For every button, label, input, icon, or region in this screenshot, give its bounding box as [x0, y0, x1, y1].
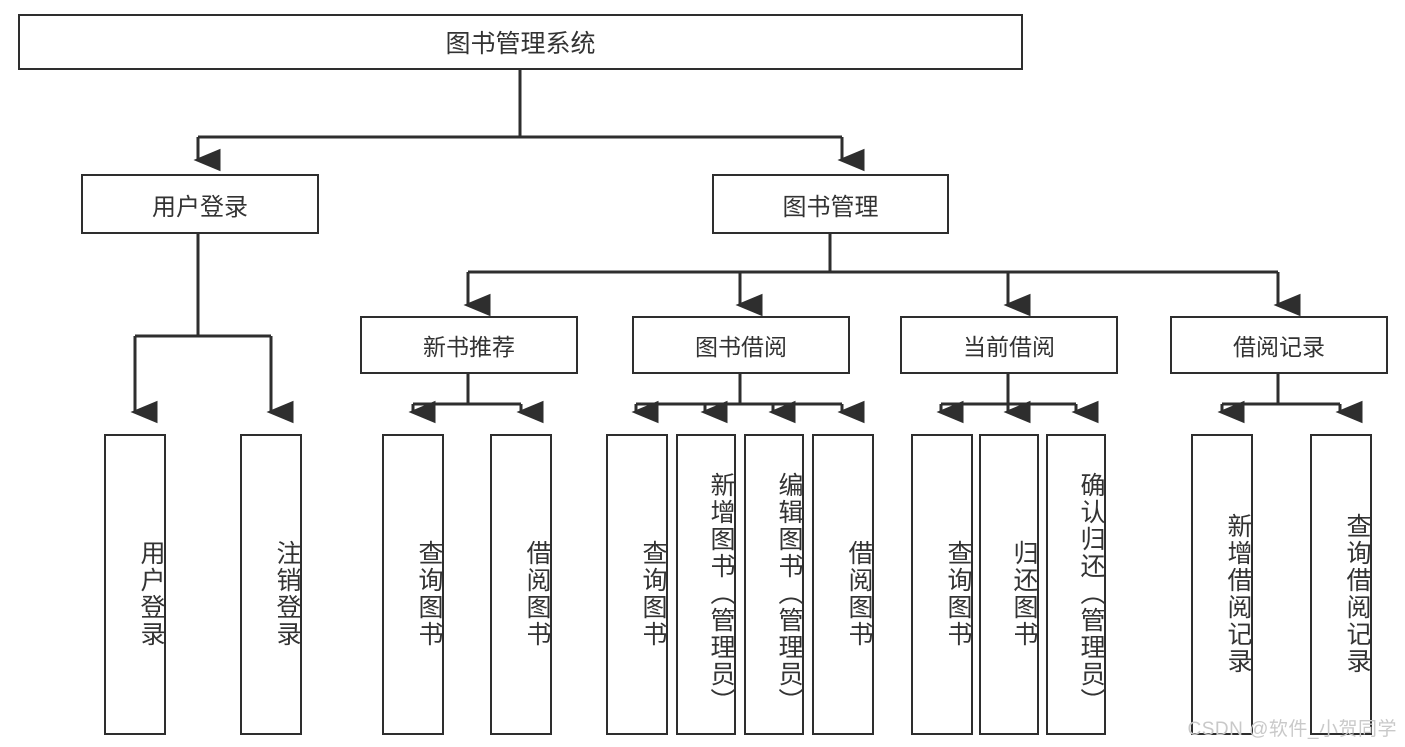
node-book-borrow-label: 图书借阅: [695, 334, 787, 360]
node-book-management[interactable]: 图书管理: [712, 174, 949, 234]
node-borrow-record-label: 借阅记录: [1233, 334, 1325, 360]
leaf-query-borrow-record[interactable]: 查询借阅记录: [1310, 434, 1372, 735]
leaf-query-book-current[interactable]: 查询图书: [911, 434, 973, 735]
leaf-query-book-recommend-label: 查询图书: [415, 539, 443, 648]
leaf-logout[interactable]: 注销登录: [240, 434, 302, 735]
leaf-borrow-book-label: 借阅图书: [845, 539, 873, 648]
node-root[interactable]: 图书管理系统: [18, 14, 1023, 70]
leaf-query-book-recommend[interactable]: 查询图书: [382, 434, 444, 735]
leaf-user-login[interactable]: 用户登录: [104, 434, 166, 735]
leaf-borrow-book-recommend[interactable]: 借阅图书: [490, 434, 552, 735]
node-new-book-recommend[interactable]: 新书推荐: [360, 316, 578, 374]
node-new-book-recommend-label: 新书推荐: [423, 334, 515, 360]
node-root-label: 图书管理系统: [445, 30, 596, 58]
leaf-return-book[interactable]: 归还图书: [979, 434, 1039, 735]
leaf-return-book-label: 归还图书: [1010, 539, 1038, 648]
leaf-confirm-return-admin[interactable]: 确认归还（管理员）: [1046, 434, 1106, 735]
leaf-add-borrow-record-label: 新增借阅记录: [1224, 512, 1252, 675]
leaf-add-book-admin[interactable]: 新增图书（管理员）: [676, 434, 736, 735]
node-borrow-record[interactable]: 借阅记录: [1170, 316, 1388, 374]
leaf-confirm-return-admin-label: 确认归还（管理员）: [1077, 472, 1105, 715]
node-user-login[interactable]: 用户登录: [81, 174, 319, 234]
node-current-borrow-label: 当前借阅: [963, 334, 1055, 360]
leaf-borrow-book-recommend-label: 借阅图书: [523, 539, 551, 648]
leaf-query-book-current-label: 查询图书: [944, 539, 972, 648]
leaf-query-borrow-record-label: 查询借阅记录: [1343, 512, 1371, 675]
leaf-query-book-borrow[interactable]: 查询图书: [606, 434, 668, 735]
node-book-borrow[interactable]: 图书借阅: [632, 316, 850, 374]
leaf-borrow-book[interactable]: 借阅图书: [812, 434, 874, 735]
leaf-logout-label: 注销登录: [273, 539, 301, 648]
watermark: CSDN @软件_小贺同学: [1187, 719, 1397, 740]
node-book-management-label: 图书管理: [782, 193, 879, 221]
node-current-borrow[interactable]: 当前借阅: [900, 316, 1118, 374]
leaf-add-borrow-record[interactable]: 新增借阅记录: [1191, 434, 1253, 735]
leaf-user-login-label: 用户登录: [137, 539, 165, 648]
leaf-add-book-admin-label: 新增图书（管理员）: [707, 472, 735, 715]
leaf-query-book-borrow-label: 查询图书: [639, 539, 667, 648]
leaf-edit-book-admin[interactable]: 编辑图书（管理员）: [744, 434, 804, 735]
node-user-login-label: 用户登录: [152, 193, 248, 221]
leaf-edit-book-admin-label: 编辑图书（管理员）: [775, 472, 803, 715]
